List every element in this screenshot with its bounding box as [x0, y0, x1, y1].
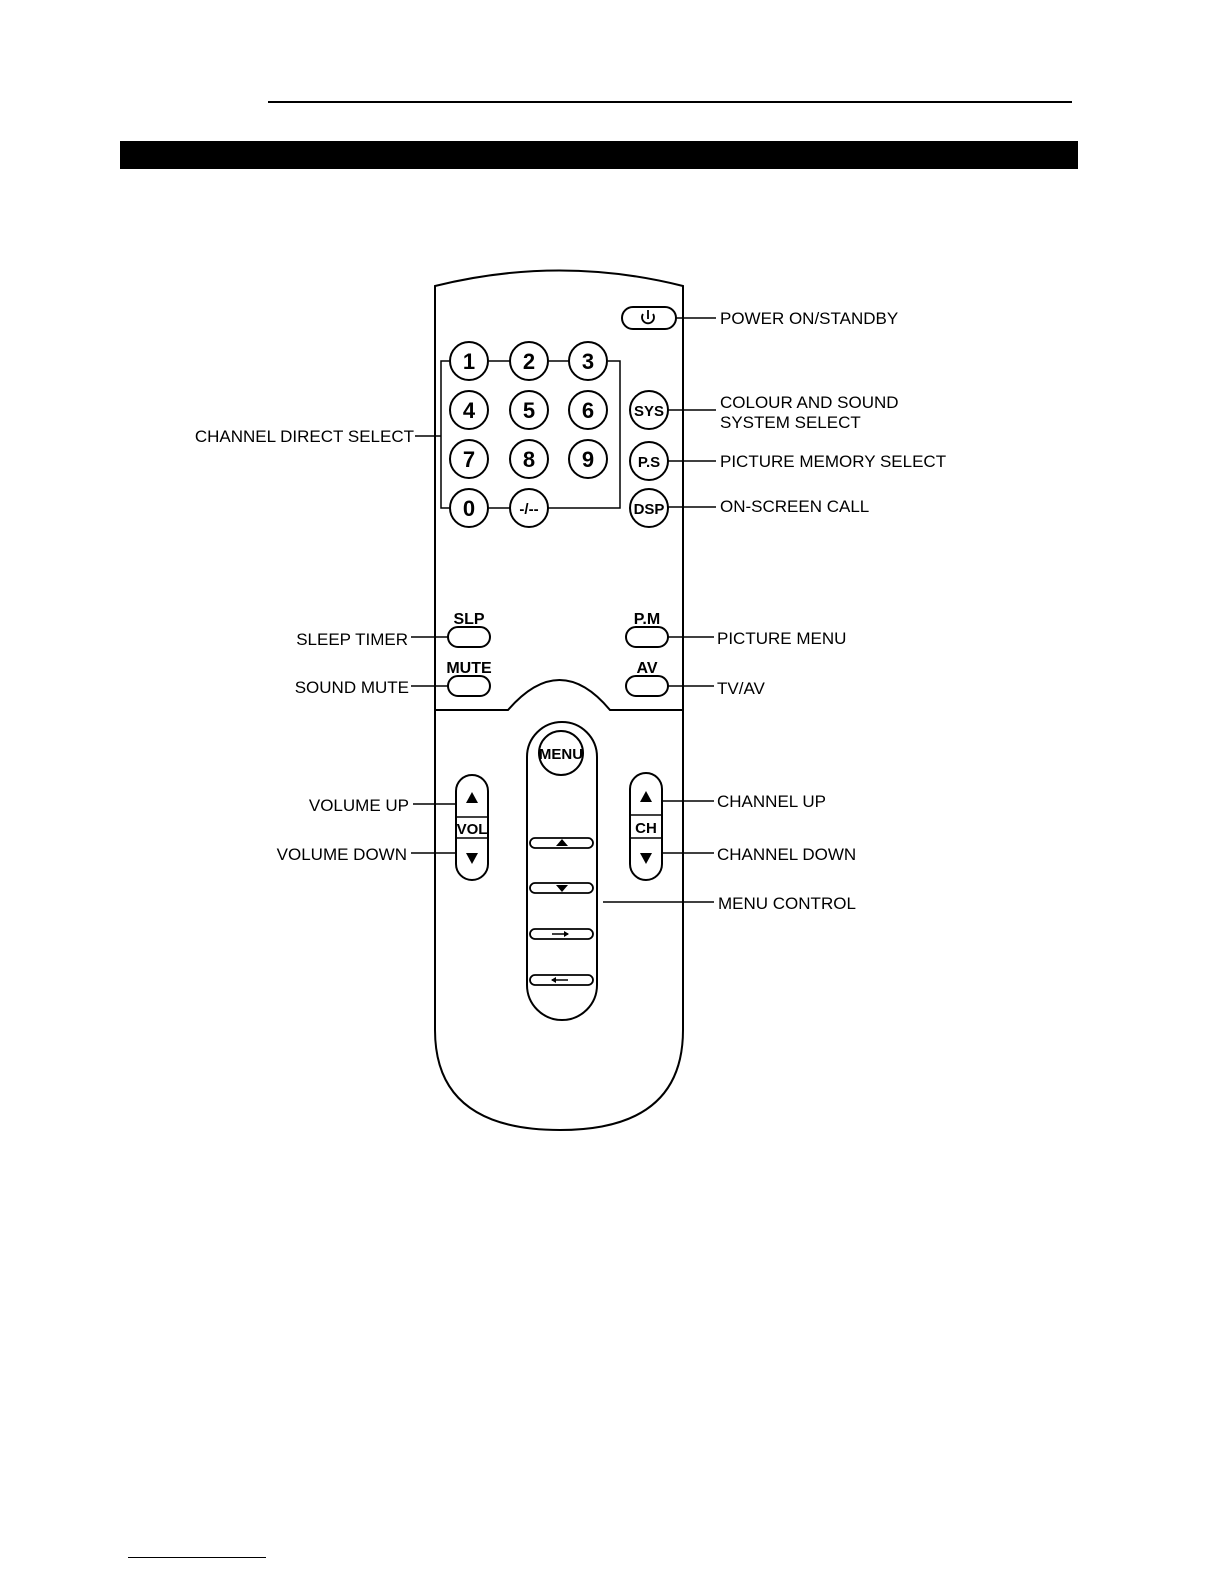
sleep-button[interactable] — [448, 627, 490, 647]
key-0[interactable]: 0 — [450, 489, 488, 527]
key-3[interactable]: 3 — [569, 342, 607, 380]
key-digit-toggle-label: -/-- — [519, 501, 538, 518]
pm-label: P.M — [634, 611, 660, 628]
callout-sound-mute: SOUND MUTE — [295, 678, 409, 697]
menu-up-button[interactable] — [530, 838, 593, 848]
mute-button[interactable] — [448, 676, 490, 696]
callout-channel-up: CHANNEL UP — [717, 792, 826, 811]
dsp-button[interactable]: DSP — [630, 489, 668, 527]
key-9-label: 9 — [582, 447, 594, 472]
key-digit-toggle[interactable]: -/-- — [510, 489, 548, 527]
menu-button-label: MENU — [539, 746, 583, 763]
callout-volume-down: VOLUME DOWN — [277, 845, 407, 864]
menu-right-button[interactable] — [530, 929, 593, 939]
key-0-label: 0 — [463, 496, 475, 521]
key-7[interactable]: 7 — [450, 440, 488, 478]
callout-power: POWER ON/STANDBY — [720, 309, 898, 328]
ps-button[interactable]: P.S — [630, 442, 668, 480]
av-label: AV — [636, 660, 657, 677]
menu-button[interactable]: MENU — [539, 731, 583, 775]
key-2-label: 2 — [523, 349, 535, 374]
callout-menu-control: MENU CONTROL — [718, 894, 856, 913]
callout-colour-sound-line2: SYSTEM SELECT — [720, 413, 861, 432]
menu-left-button[interactable] — [530, 975, 593, 985]
key-1-label: 1 — [463, 349, 475, 374]
callout-volume-up: VOLUME UP — [309, 796, 409, 815]
mute-label: MUTE — [446, 660, 492, 677]
vol-label: VOL — [457, 821, 488, 838]
key-5-label: 5 — [523, 398, 535, 423]
callout-picture-menu: PICTURE MENU — [717, 629, 846, 648]
key-4-label: 4 — [463, 398, 476, 423]
callout-on-screen: ON-SCREEN CALL — [720, 497, 869, 516]
callout-tv-av: TV/AV — [717, 679, 766, 698]
key-2[interactable]: 2 — [510, 342, 548, 380]
key-3-label: 3 — [582, 349, 594, 374]
callout-sleep-timer: SLEEP TIMER — [296, 630, 408, 649]
menu-down-button[interactable] — [530, 883, 593, 893]
dsp-button-label: DSP — [634, 501, 665, 518]
callout-colour-sound-line1: COLOUR AND SOUND — [720, 393, 899, 412]
callout-channel-down: CHANNEL DOWN — [717, 845, 856, 864]
volume-rocker: VOL — [456, 775, 488, 880]
sys-button[interactable]: SYS — [630, 391, 668, 429]
slp-label: SLP — [453, 611, 484, 628]
callout-picture-memory: PICTURE MEMORY SELECT — [720, 452, 946, 471]
picture-menu-button[interactable] — [626, 627, 668, 647]
key-8-label: 8 — [523, 447, 535, 472]
power-button[interactable] — [622, 307, 676, 329]
key-7-label: 7 — [463, 447, 475, 472]
number-keys-bracket — [441, 361, 620, 508]
ch-label: CH — [635, 820, 657, 837]
sys-button-label: SYS — [634, 403, 664, 420]
callout-channel-direct: CHANNEL DIRECT SELECT — [195, 427, 414, 446]
key-9[interactable]: 9 — [569, 440, 607, 478]
key-6[interactable]: 6 — [569, 391, 607, 429]
key-8[interactable]: 8 — [510, 440, 548, 478]
av-button[interactable] — [626, 676, 668, 696]
key-4[interactable]: 4 — [450, 391, 488, 429]
ps-button-label: P.S — [638, 454, 660, 471]
key-1[interactable]: 1 — [450, 342, 488, 380]
key-5[interactable]: 5 — [510, 391, 548, 429]
key-6-label: 6 — [582, 398, 594, 423]
